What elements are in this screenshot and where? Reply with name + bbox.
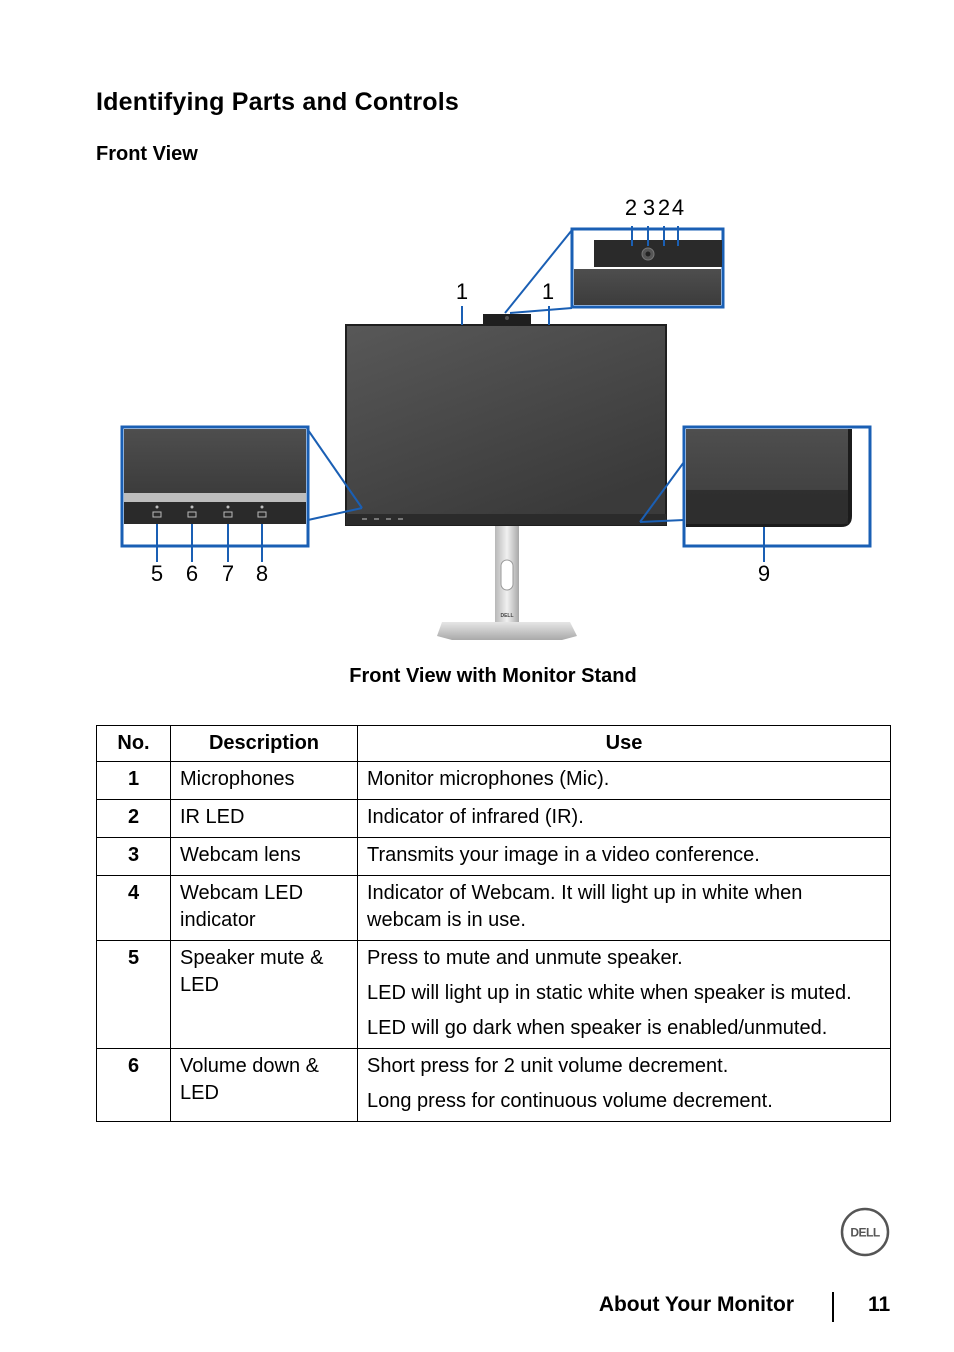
stand-logo: DELL	[500, 613, 513, 619]
callout-webcam-lens: 3	[643, 195, 655, 220]
table-row: 4 Webcam LED indicator Indicator of Webc…	[96, 875, 891, 941]
row-no: 2	[96, 799, 171, 838]
table-row: 6 Volume down & LED Short press for 2 un…	[96, 1048, 891, 1122]
header-no: No.	[96, 725, 171, 762]
parts-table: No. Description Use 1 Microphones Monito…	[96, 725, 891, 1122]
row-no: 1	[96, 761, 171, 800]
header-description: Description	[170, 725, 358, 762]
stand-cable-slot	[500, 559, 514, 591]
row-use: Short press for 2 unit volume decrement.…	[357, 1048, 891, 1122]
callout-right: 9	[758, 561, 770, 586]
callout-webcam-led: 4	[672, 195, 684, 220]
section-subtitle: Front View	[96, 143, 198, 165]
callout-mic-left: 1	[456, 279, 468, 304]
row-no: 3	[96, 837, 171, 876]
row-use: Indicator of infrared (IR).	[357, 799, 891, 838]
row-description: Volume down & LED	[170, 1048, 358, 1122]
page-title: Identifying Parts and Controls	[96, 88, 459, 116]
monitor-front-buttons	[362, 518, 403, 520]
row-use: Monitor microphones (Mic).	[357, 761, 891, 800]
webcam-lens-small	[505, 316, 509, 320]
row-use: Indicator of Webcam. It will light up in…	[357, 875, 891, 941]
button-icons	[152, 505, 267, 518]
row-description: IR LED	[170, 799, 358, 838]
row-description: Speaker mute & LED	[170, 940, 358, 1049]
callout-ir-led-left: 2	[625, 195, 637, 220]
callout-volume-up: 7	[222, 561, 234, 586]
figure-caption: Front View with Monitor Stand	[349, 665, 637, 687]
row-description: Webcam lens	[170, 837, 358, 876]
row-description: Webcam LED indicator	[170, 875, 358, 941]
table-header-row: No. Description Use	[96, 725, 891, 762]
header-use: Use	[357, 725, 891, 762]
stand-base	[437, 622, 577, 640]
row-use: Press to mute and unmute speaker. LED wi…	[357, 940, 891, 1049]
svg-text:DELL: DELL	[850, 1226, 880, 1240]
table-row: 2 IR LED Indicator of infrared (IR).	[96, 799, 891, 838]
callout-mic-mute: 8	[256, 561, 268, 586]
page-number: 11	[868, 1293, 891, 1316]
monitor-screen	[345, 324, 667, 526]
callout-speaker-mute: 5	[151, 561, 163, 586]
row-no: 4	[96, 875, 171, 941]
webcam-zoom-body	[594, 240, 722, 267]
table-row: 5 Speaker mute & LED Press to mute and u…	[96, 940, 891, 1049]
monitor-bottom-bezel	[346, 514, 666, 525]
row-no: 6	[96, 1048, 171, 1122]
footer-divider	[832, 1292, 834, 1322]
table-row: 1 Microphones Monitor microphones (Mic).	[96, 761, 891, 800]
callout-ir-led-right: 2	[658, 195, 670, 220]
dell-logo-icon: DELL	[840, 1207, 890, 1257]
table-row: 3 Webcam lens Transmits your image in a …	[96, 837, 891, 876]
callout-mic-right: 1	[542, 279, 554, 304]
callout-volume-down: 6	[186, 561, 198, 586]
row-use: Transmits your image in a video conferen…	[357, 837, 891, 876]
row-no: 5	[96, 940, 171, 1049]
footer-section-title: About Your Monitor	[598, 1293, 794, 1316]
front-view-diagram: DELL 1 1 2 3 2 4 5 6 7 8	[112, 190, 874, 650]
row-description: Microphones	[170, 761, 358, 800]
